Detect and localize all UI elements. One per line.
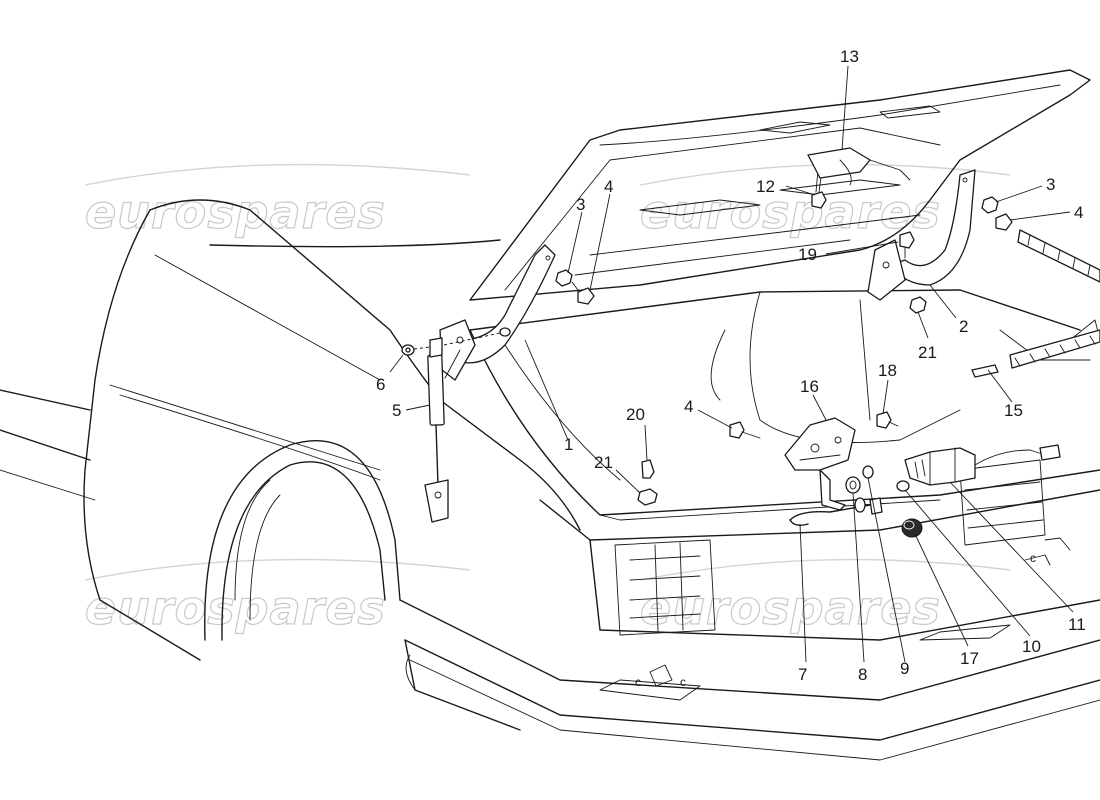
- hinge-bracket-right: [867, 239, 906, 301]
- svg-text:c: c: [1030, 551, 1036, 565]
- hinge-bracket-left: [439, 319, 476, 381]
- callout-20: 20: [626, 405, 645, 424]
- svg-text:c: c: [680, 675, 686, 689]
- callout-11: 11: [1068, 615, 1086, 634]
- callout-16: 16: [800, 377, 819, 396]
- callout-18: 18: [878, 361, 897, 380]
- svg-text:c: c: [635, 675, 641, 689]
- nut: [555, 269, 573, 287]
- leader-lines: [389, 65, 1074, 663]
- nut: [909, 296, 927, 314]
- gas-strut: [424, 337, 449, 523]
- nut: [981, 196, 999, 214]
- callout-3: 3: [576, 195, 585, 214]
- grommet: [845, 476, 861, 494]
- striker-bracket: [807, 147, 871, 179]
- bolt: [729, 421, 745, 439]
- bolt: [876, 411, 892, 429]
- trunk-lid: [469, 69, 1091, 301]
- callout-6: 6: [376, 375, 385, 394]
- weather-seal: [1009, 329, 1100, 369]
- callout-2: 2: [959, 317, 968, 336]
- bolt: [995, 213, 1013, 231]
- watermark-text: eurospares: [640, 581, 941, 635]
- callout-3: 3: [1046, 175, 1055, 194]
- quarter-panel-outline: [149, 199, 581, 531]
- bolt: [577, 287, 595, 305]
- callout-9: 9: [900, 659, 909, 678]
- callouts: 1 2 3 3 4 4 4 5 6 7 8 9 10 11 12 13 15 1…: [376, 47, 1086, 684]
- callout-10: 10: [1022, 637, 1041, 656]
- callout-1: 1: [564, 435, 573, 454]
- callout-4: 4: [604, 177, 613, 196]
- watermark-text: eurospares: [640, 185, 941, 239]
- parts: [401, 147, 1100, 538]
- callout-17: 17: [960, 649, 979, 668]
- tail-light: [614, 539, 716, 636]
- rear-panel: [539, 489, 1100, 541]
- bolt: [899, 231, 915, 249]
- callout-5: 5: [392, 401, 401, 420]
- callout-21: 21: [594, 453, 613, 472]
- car-body: c c c: [0, 69, 1100, 761]
- watermark-group: eurospares eurospares eurospares eurospa…: [84, 163, 1011, 636]
- callout-21: 21: [918, 343, 937, 362]
- wheel-arch: [204, 440, 401, 641]
- callout-12: 12: [756, 177, 775, 196]
- callout-19: 19: [798, 245, 817, 264]
- callout-13: 13: [840, 47, 859, 66]
- trunk-opening: [469, 289, 1081, 331]
- roof-pillar: [83, 209, 201, 661]
- washer: [862, 465, 874, 479]
- lock-actuator: [904, 447, 976, 486]
- callout-4: 4: [1074, 203, 1083, 222]
- tail-light: [959, 459, 1046, 546]
- spring-washer: [896, 480, 910, 492]
- seal-strip: [971, 364, 999, 378]
- rear-bumper: [399, 599, 1100, 701]
- nut: [637, 488, 658, 506]
- callout-7: 7: [798, 665, 807, 684]
- callout-15: 15: [1004, 401, 1023, 420]
- watermark-text: eurospares: [85, 185, 386, 239]
- callout-8: 8: [858, 665, 867, 684]
- lock-mechanism: [784, 417, 856, 471]
- bolt: [641, 459, 655, 479]
- release-rod: [789, 504, 871, 521]
- callout-4: 4: [684, 397, 693, 416]
- bolt: [811, 191, 827, 209]
